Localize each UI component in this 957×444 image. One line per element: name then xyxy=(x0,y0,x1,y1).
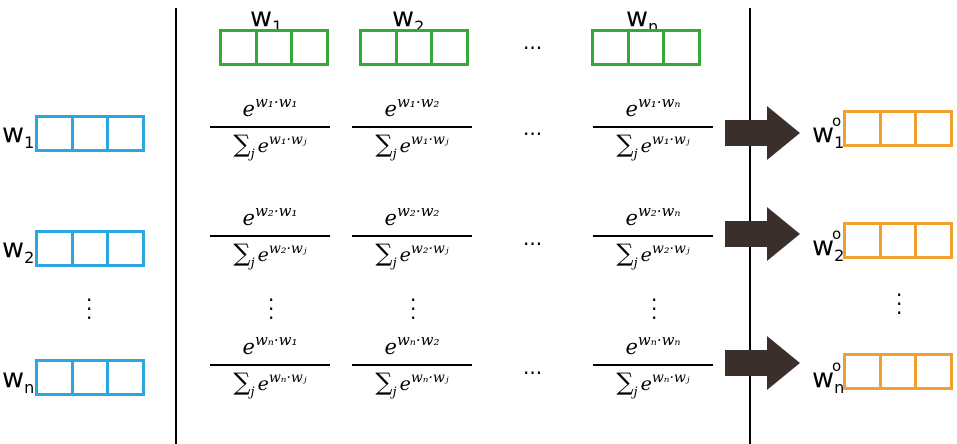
top-label-wn: wn xyxy=(626,2,659,36)
arrow-row-n xyxy=(725,336,800,390)
left-label-wn: wn xyxy=(2,363,35,397)
key-vector-wn xyxy=(591,29,701,66)
top-label-w2: w2 xyxy=(392,2,425,36)
left-label-w2: w2 xyxy=(2,233,35,267)
col2-vertical-ellipsis: ··· xyxy=(410,288,417,330)
output-vector-w2o xyxy=(843,222,953,259)
left-divider-line xyxy=(175,8,177,444)
key-vector-w2 xyxy=(359,29,469,66)
coln-vertical-ellipsis: ··· xyxy=(651,288,658,330)
output-vector-w1o xyxy=(843,110,953,147)
arrow-row-2 xyxy=(725,207,800,261)
right-vertical-ellipsis: ··· xyxy=(896,283,903,325)
row2-ellipsis: ··· xyxy=(523,232,543,256)
top-ellipsis: ··· xyxy=(523,36,543,60)
arrow-row-1 xyxy=(725,106,800,160)
left-vertical-ellipsis: ··· xyxy=(86,288,93,330)
input-vector-w2 xyxy=(35,230,145,267)
input-vector-w1 xyxy=(35,115,145,152)
key-vector-w1 xyxy=(219,29,329,66)
input-vector-wn xyxy=(35,359,145,396)
left-label-w1: w1 xyxy=(2,118,35,152)
col1-vertical-ellipsis: ··· xyxy=(268,288,275,330)
rown-ellipsis: ··· xyxy=(523,361,543,385)
top-label-w1: w1 xyxy=(250,2,283,36)
row1-ellipsis: ··· xyxy=(523,122,543,146)
output-vector-wno xyxy=(843,353,953,390)
